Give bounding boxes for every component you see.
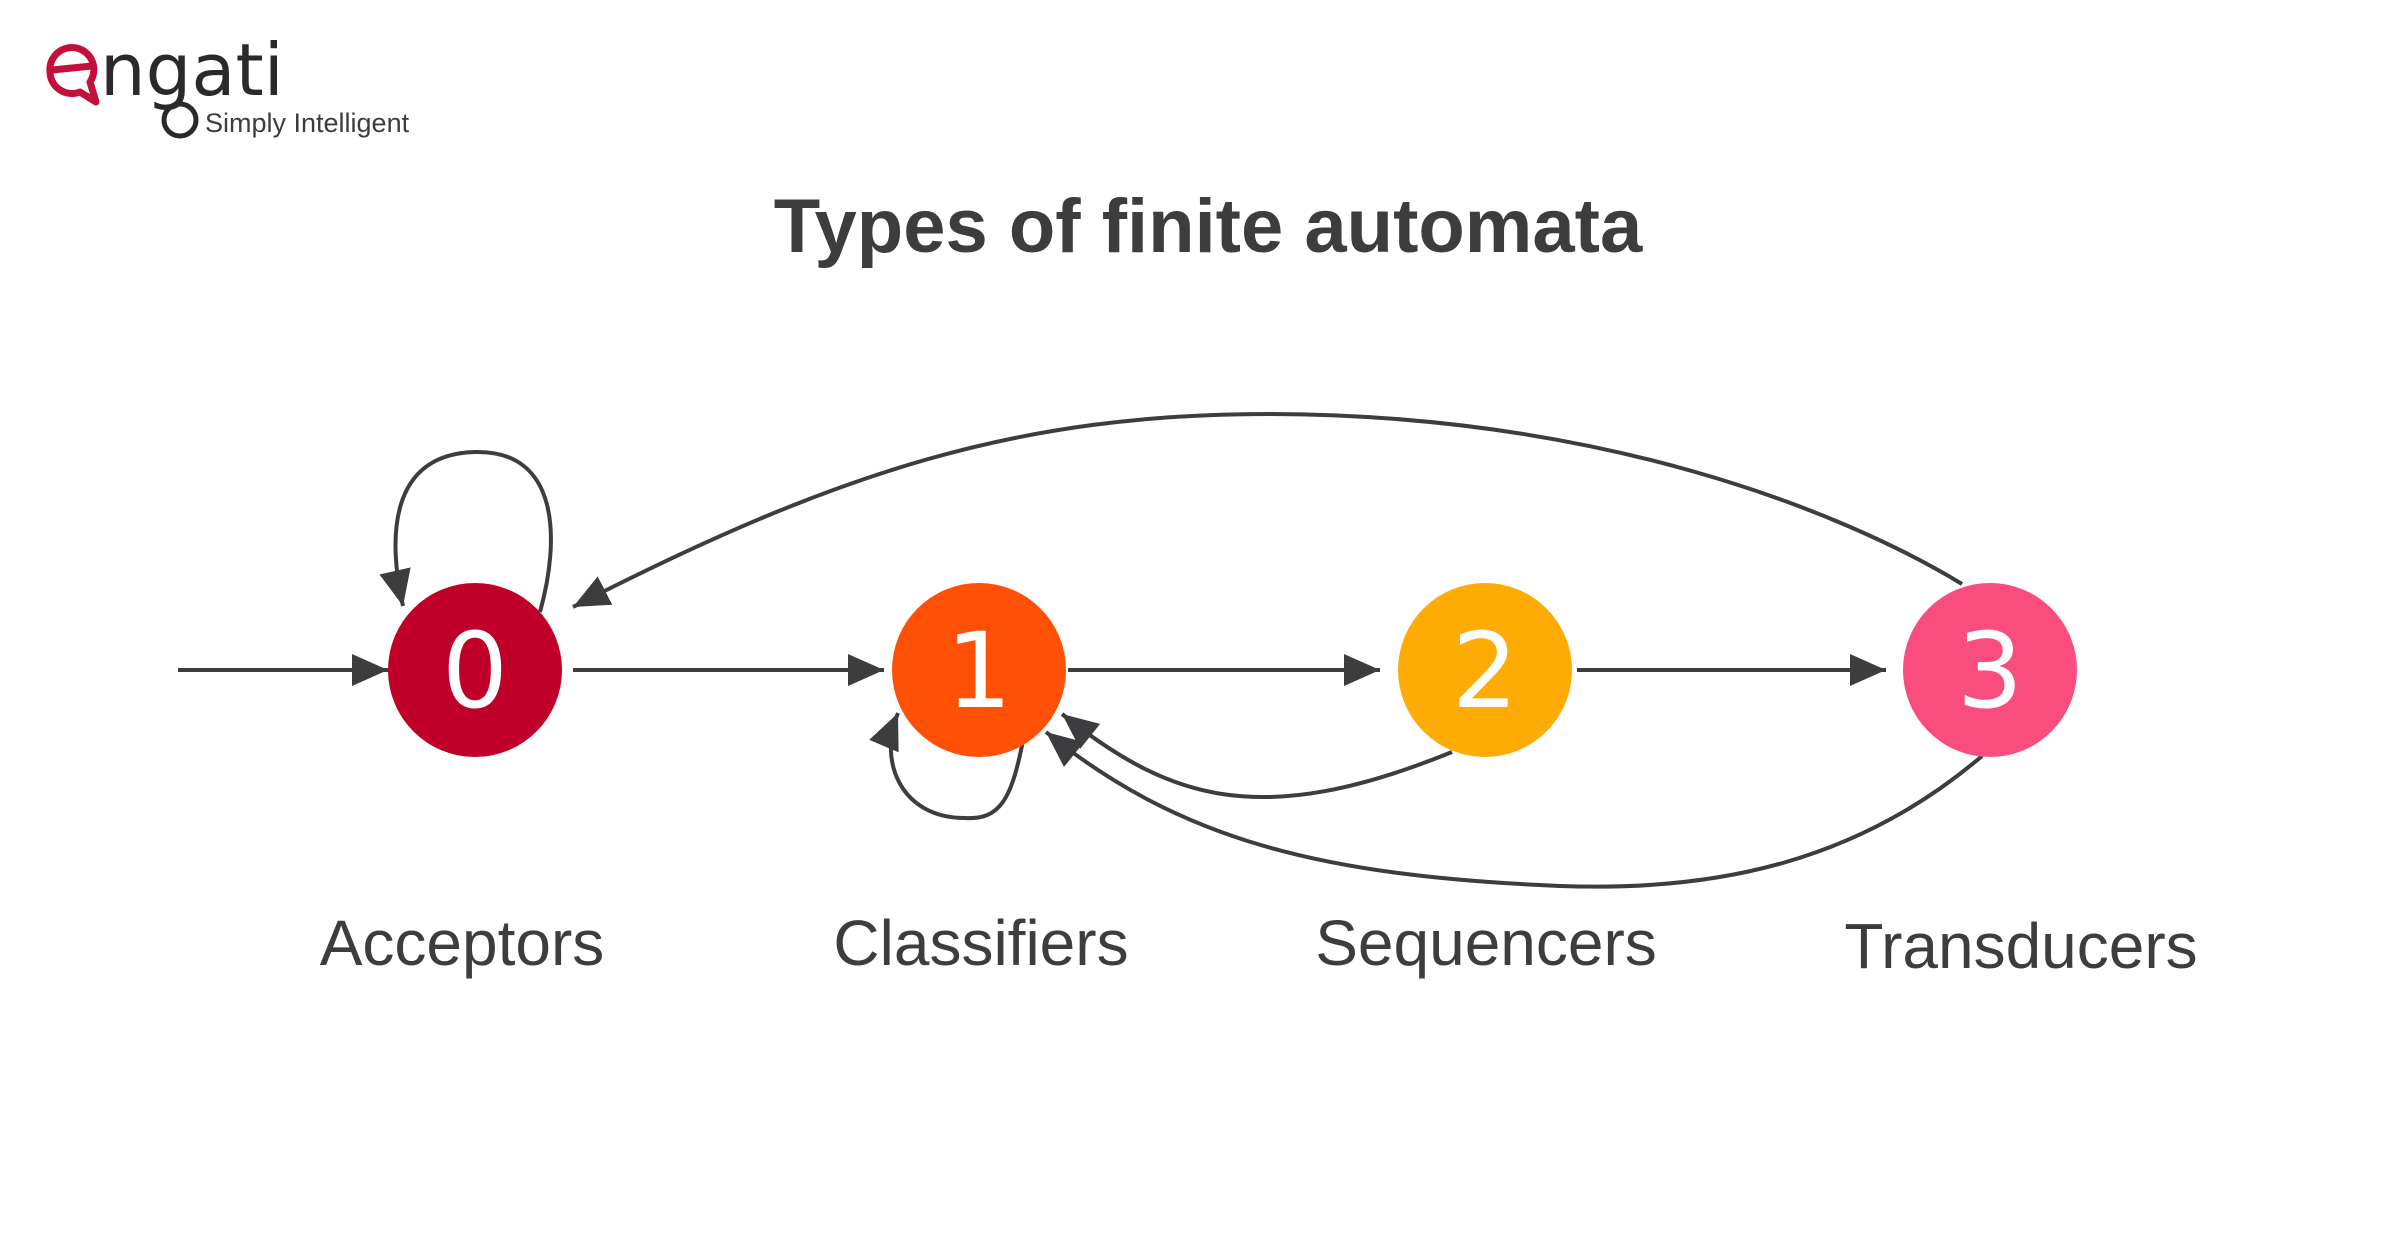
state-2: 2 Sequencers: [1315, 583, 1657, 979]
state-0: 0 Acceptors: [320, 583, 605, 979]
arrow-2-to-1: [1060, 712, 1453, 799]
state-label: Transducers: [1844, 910, 2197, 982]
self-loop-1: [869, 712, 1026, 821]
diagram-title: Types of finite automata: [774, 184, 1643, 269]
state-number: 2: [1452, 610, 1518, 732]
logo-g-tail-icon: [161, 101, 199, 139]
engati-logo: ngati Simply Intelligent: [46, 28, 410, 139]
state-number: 1: [946, 610, 1012, 732]
state-label: Classifiers: [833, 907, 1128, 979]
state-number: 0: [442, 610, 508, 732]
state-circle: [388, 583, 562, 757]
self-loop-0: [379, 449, 553, 613]
speech-bubble-e-icon: [46, 44, 100, 106]
arrow-3-to-0: [572, 411, 1964, 609]
state-1: 1 Classifiers: [833, 583, 1129, 979]
state-label: Sequencers: [1315, 907, 1657, 979]
state-number: 3: [1957, 610, 2023, 732]
state-circle: [892, 583, 1066, 757]
logo-tagline: Simply Intelligent: [205, 108, 410, 138]
transitions: [178, 411, 1984, 889]
arrow-3-to-1: [1044, 730, 1984, 889]
logo-wordmark: ngati: [100, 28, 284, 112]
state-3: 3 Transducers: [1844, 583, 2198, 982]
state-label: Acceptors: [320, 907, 605, 979]
state-circle: [1398, 583, 1572, 757]
state-circle: [1903, 583, 2077, 757]
